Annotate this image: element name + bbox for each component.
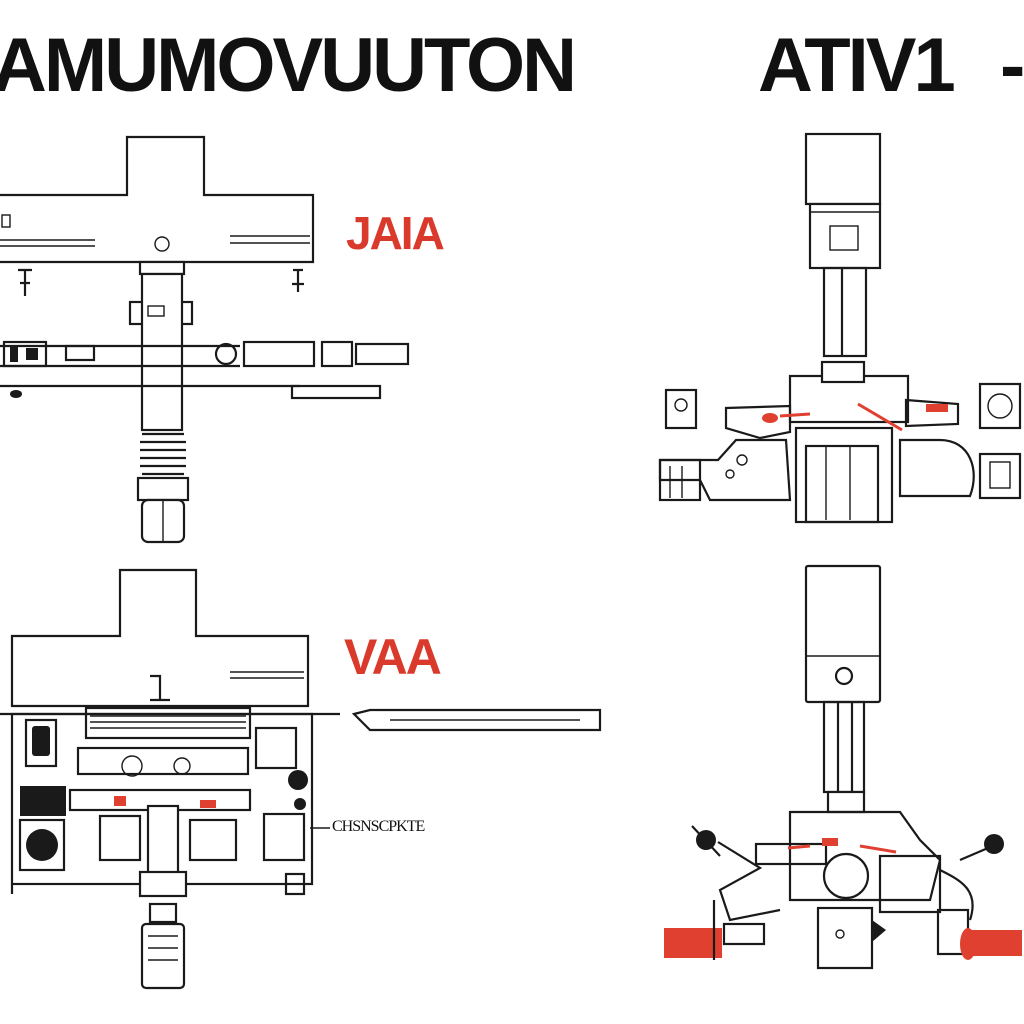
machine-bottom-left <box>0 568 602 990</box>
title-right-text: ATIV1 <box>758 23 956 108</box>
machine-top-right <box>658 132 1022 524</box>
machine-bottom-right <box>664 564 1022 970</box>
machine-top-left <box>0 135 410 544</box>
label-top-left-red: JAIA <box>346 207 445 259</box>
title-end-mark: - <box>1000 23 1024 108</box>
label-bottom-callout: CHSNSCPKTE <box>332 818 425 835</box>
label-bottom-left-red: VAA <box>344 629 442 685</box>
diagram-title: AMUMOVUUTON ATIV1 - <box>0 22 1024 112</box>
title-left-text: AMUMOVUUTON <box>0 23 577 108</box>
